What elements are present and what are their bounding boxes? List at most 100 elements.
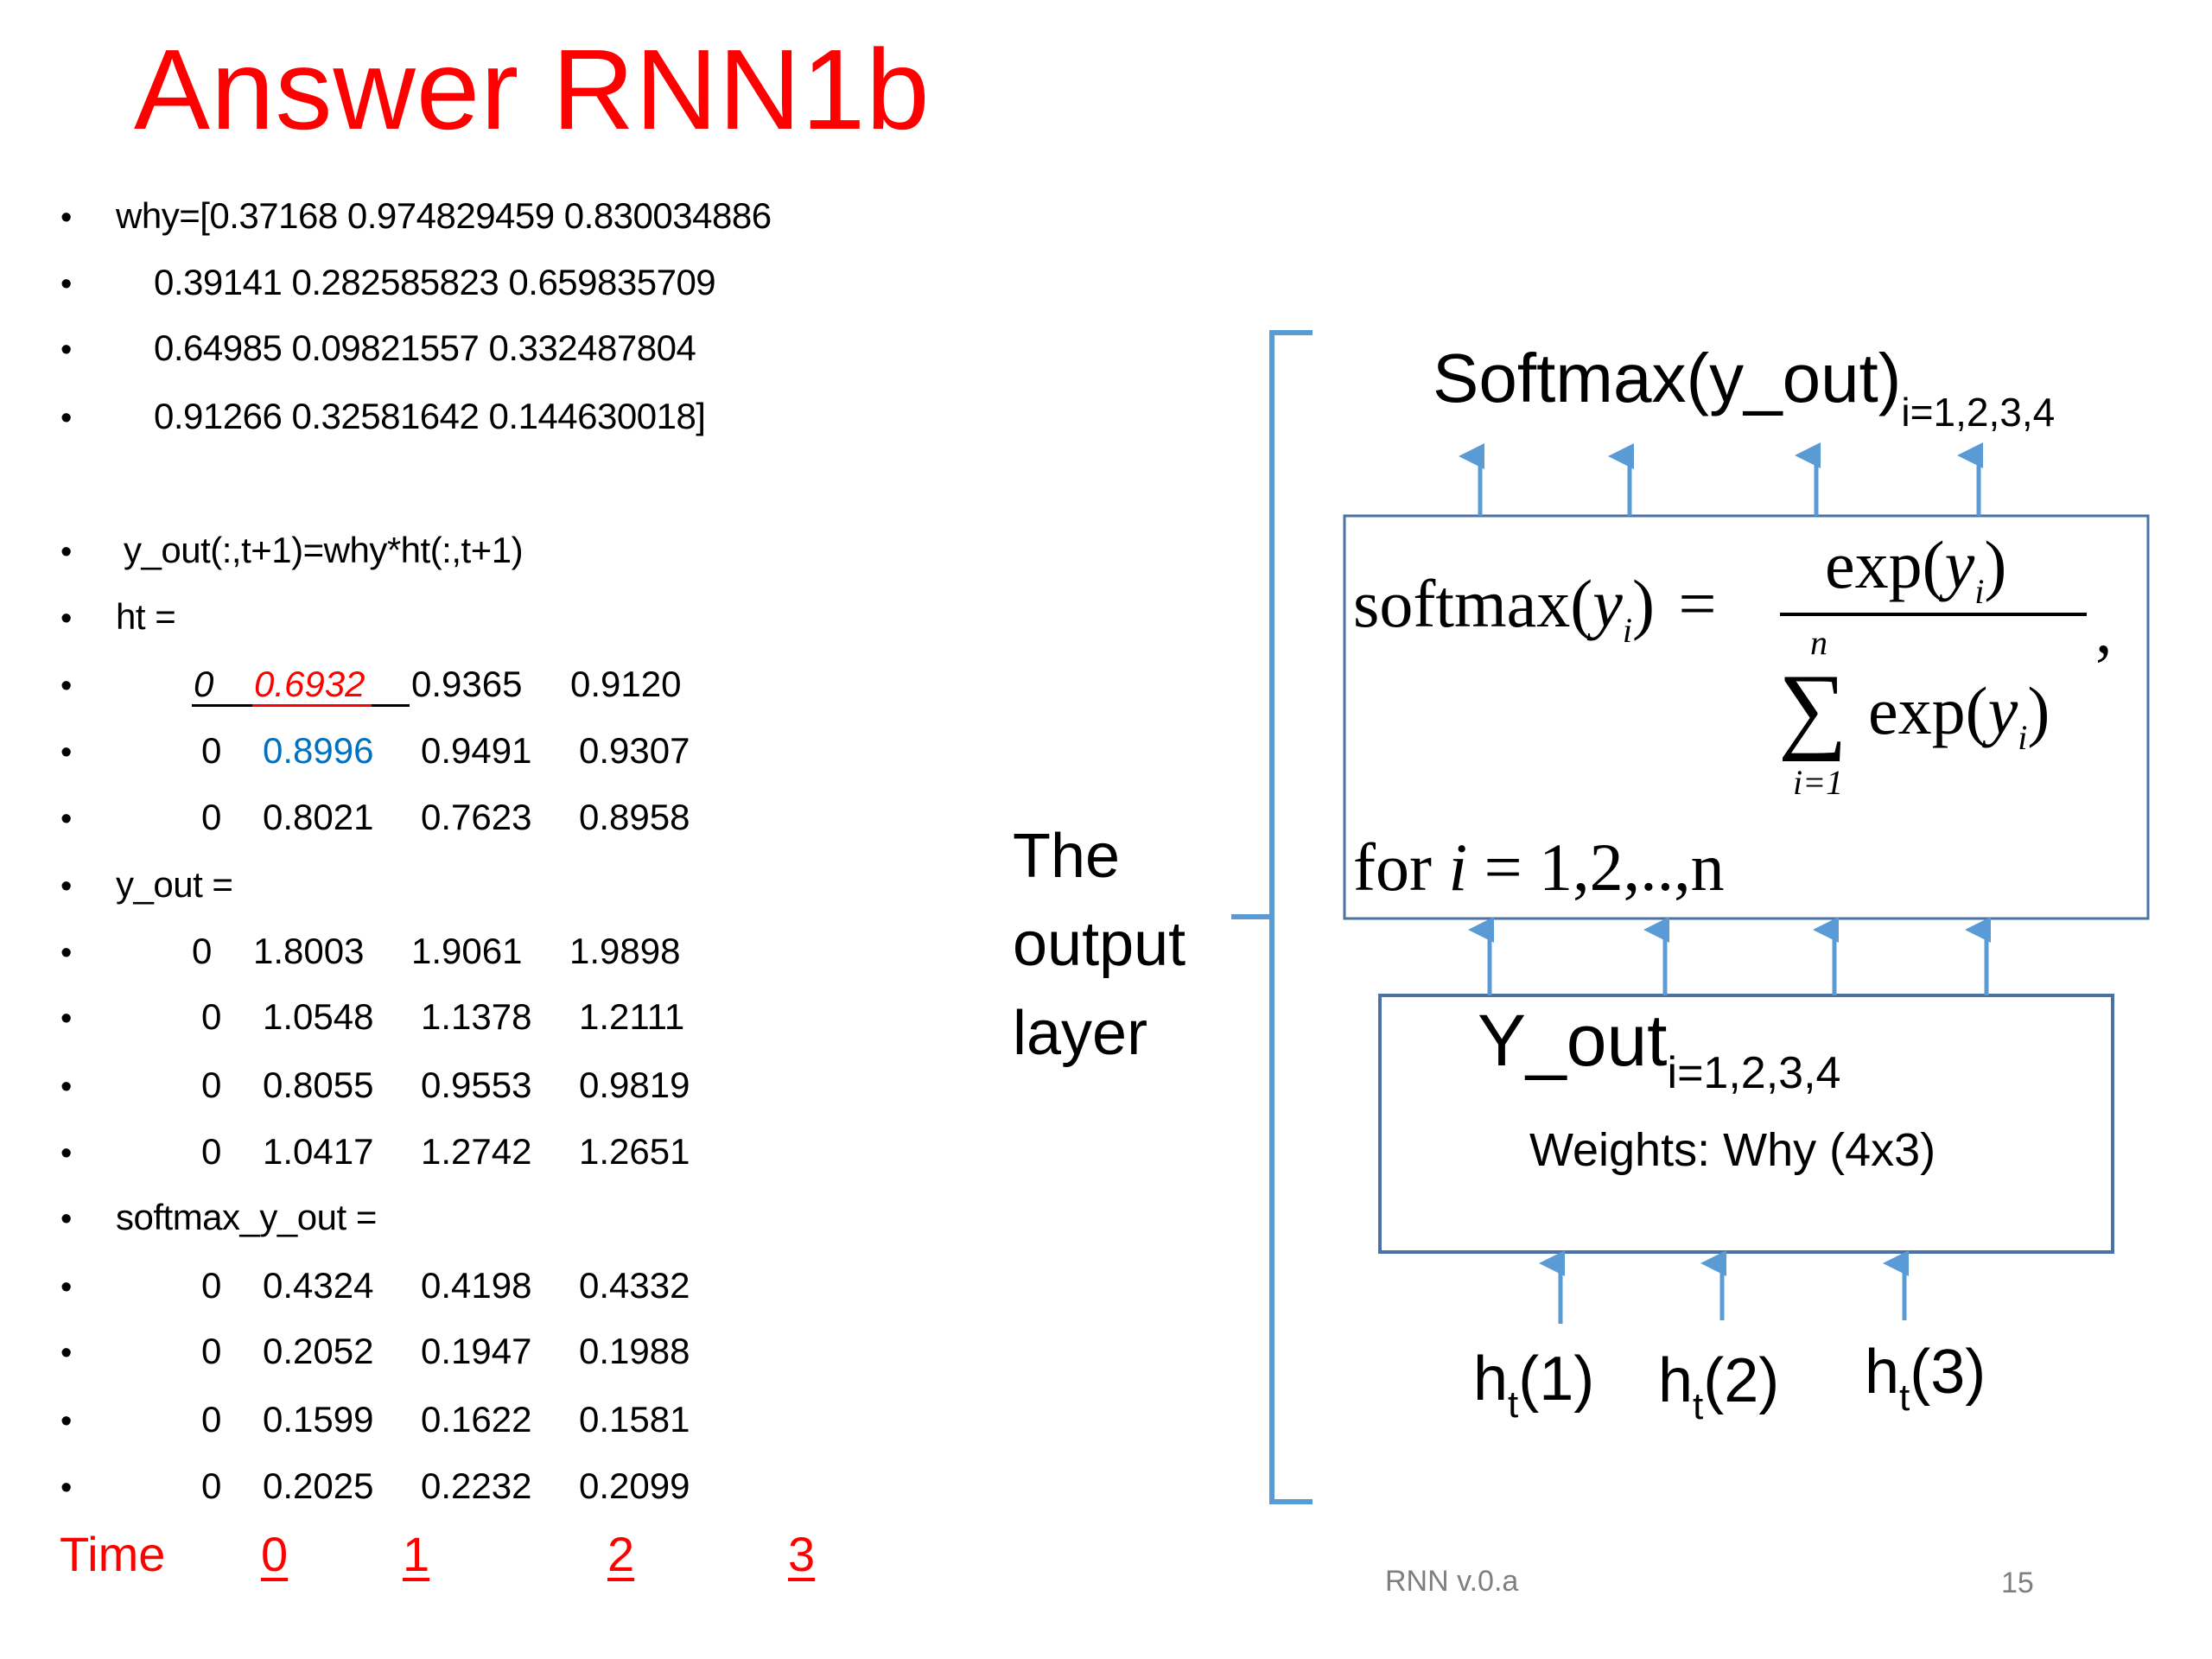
y-out-box-text: Y_out — [1478, 1000, 1668, 1081]
softmax-cell: 0.4332 — [579, 1265, 690, 1306]
y-out-cell: 1.2742 — [421, 1131, 532, 1172]
equation-text: y_out(:,t+1)=why*ht(:,t+1) — [124, 530, 524, 570]
y-out-cell: 0 — [201, 1131, 222, 1172]
softmax-cell: 0.2099 — [579, 1465, 690, 1506]
y-out-box-label: Y_outi=1,2,3,4 — [1478, 1004, 1840, 1096]
softmax-cell: 0.4198 — [421, 1265, 532, 1306]
ht-cell-highlighted: 0.8996 — [263, 730, 374, 771]
softmax-cell: 0.1599 — [263, 1399, 374, 1440]
softmax-cell: 0 — [201, 1331, 222, 1371]
input-sub: t — [1899, 1376, 1910, 1419]
bullet-icon: • — [60, 1201, 73, 1237]
bullet-icon: • — [60, 1069, 73, 1105]
formula-range: = 1,2,..,n — [1484, 830, 1725, 905]
softmax-box — [1343, 514, 2150, 920]
bullet-icon: • — [60, 868, 73, 905]
formula-equals: = — [1678, 566, 1717, 641]
y-out-cell: 1.9061 — [411, 931, 523, 971]
input-base: h — [1865, 1338, 1900, 1407]
y-out-cell: 1.2111 — [579, 996, 685, 1037]
sum-icon: ∑ — [1778, 655, 1847, 762]
formula-paren: ) — [2027, 673, 2050, 748]
time-step: 0 — [261, 1527, 289, 1581]
bullet-icon: • — [60, 1135, 73, 1172]
softmax-cell: 0 — [201, 1399, 222, 1440]
bullet-icon: • — [60, 1470, 73, 1506]
input-arg: (3) — [1910, 1338, 1986, 1407]
formula-sub: i — [2018, 718, 2028, 757]
footer-label: RNN v.0.a — [1385, 1565, 1519, 1598]
layer-label-line: The — [1013, 822, 1121, 891]
y-out-cell: 0.8055 — [263, 1065, 374, 1105]
softmax-cell: 0 — [201, 1465, 222, 1506]
formula-var: i — [1448, 830, 1468, 905]
ht-cell: 0.9491 — [421, 730, 532, 771]
input-base: h — [1473, 1344, 1509, 1414]
y-out-cell: 1.9898 — [569, 931, 681, 971]
formula-condition: for i = 1,2,..,n — [1353, 834, 1725, 901]
softmax-output-label: Softmax(y_out)i=1,2,3,4 — [1433, 344, 2055, 433]
ht-label: ht = — [116, 596, 176, 637]
layer-label-line: layer — [1013, 999, 1148, 1068]
ht-cell: 0.8021 — [263, 797, 374, 837]
ht-cell: 0.8958 — [579, 797, 690, 837]
formula-lhs: softmax(yi) = — [1353, 570, 1717, 648]
formula-for: for — [1353, 830, 1432, 905]
input-ht-2: ht(2) — [1658, 1350, 1779, 1426]
weights-label: Weights: Why (4x3) — [1529, 1124, 1936, 1176]
output-arrows — [1459, 442, 1983, 516]
y-out-cell: 1.1378 — [421, 996, 532, 1037]
layer-bracket — [1269, 330, 1313, 1504]
fraction-bar — [1780, 613, 2087, 616]
ht-cell: 0.9365 — [411, 664, 523, 704]
softmax-cell: 0.1622 — [421, 1399, 532, 1440]
ht-cell: 0.7623 — [421, 797, 532, 837]
softmax-cell: 0.1947 — [421, 1331, 532, 1371]
bullet-icon: • — [60, 668, 73, 704]
y-out-box-subscript: i=1,2,3,4 — [1667, 1048, 1841, 1098]
y-out-cell: 0 — [192, 931, 213, 971]
sum-lower-limit: i=1 — [1793, 763, 1844, 802]
sum-upper-limit: n — [1810, 623, 1827, 662]
y-out-cell: 1.2651 — [579, 1131, 690, 1172]
time-step: 2 — [607, 1527, 635, 1581]
bullet-icon: • — [60, 266, 73, 302]
bullet-icon: • — [60, 1269, 73, 1306]
softmax-cell: 0.2232 — [421, 1465, 532, 1506]
softmax-cell: 0 — [201, 1265, 222, 1306]
formula-var: y — [1592, 566, 1623, 641]
bullet-icon: • — [60, 1001, 73, 1037]
input-ht-1: ht(1) — [1473, 1348, 1594, 1424]
why-line: 0.64985 0.09821557 0.332487804 — [154, 327, 696, 368]
formula-lhs-func: softmax( — [1353, 566, 1593, 641]
ht-cell: 0 — [194, 664, 214, 704]
formula-denominator: exp(yi) — [1868, 677, 2050, 755]
softmax-cell: 0.4324 — [263, 1265, 374, 1306]
bullet-icon: • — [60, 1335, 73, 1371]
y-out-cell: 1.0417 — [263, 1131, 374, 1172]
softmax-cell: 0.2025 — [263, 1465, 374, 1506]
time-step: 3 — [788, 1527, 816, 1581]
bullet-icon: • — [60, 1403, 73, 1440]
softmax-output-subscript: i=1,2,3,4 — [1901, 390, 2056, 435]
input-sub: t — [1508, 1383, 1519, 1426]
softmax-y-out-label: softmax_y_out = — [116, 1197, 377, 1237]
formula-comma: , — [2095, 592, 2113, 667]
why-line: 0.39141 0.282585823 0.659835709 — [154, 262, 716, 302]
y-out-box — [1378, 994, 2114, 1254]
formula-var: y — [1987, 673, 2018, 748]
bullet-icon: • — [60, 601, 73, 637]
y-out-cell: 0 — [201, 996, 222, 1037]
bullet-icon: • — [60, 200, 73, 236]
input-sub: t — [1693, 1385, 1704, 1427]
page-number: 15 — [2001, 1567, 2034, 1599]
bullet-icon: • — [60, 935, 73, 971]
formula-paren: ) — [1632, 566, 1655, 641]
formula-exp: exp( — [1825, 527, 1945, 602]
y-out-cell: 0.9553 — [421, 1065, 532, 1105]
middle-arrows — [1468, 917, 1991, 995]
bullet-icon: • — [60, 734, 73, 771]
y-out-cell: 0 — [201, 1065, 222, 1105]
formula-var: y — [1944, 527, 1975, 602]
